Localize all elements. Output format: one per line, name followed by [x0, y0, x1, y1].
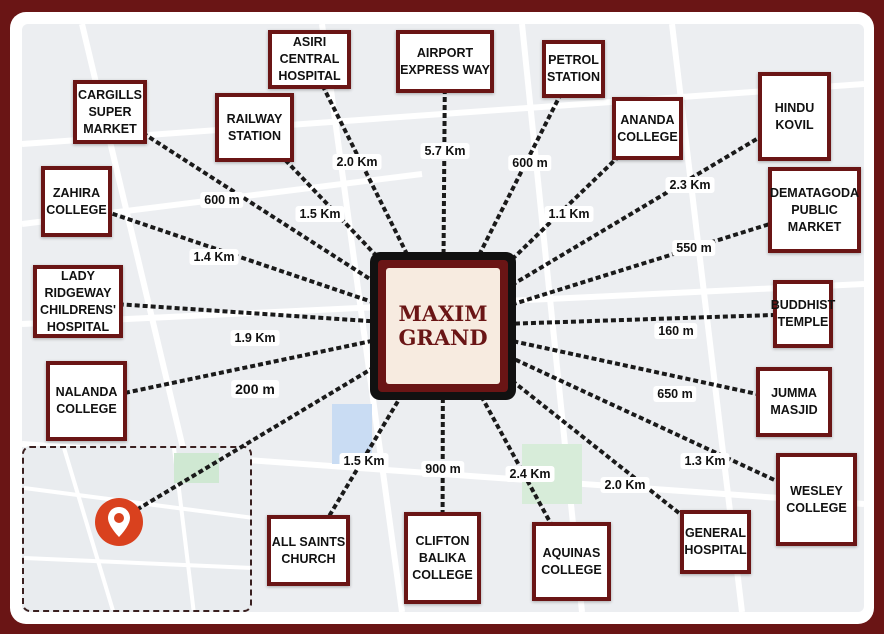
distance-label: 1.5 Km [339, 453, 389, 469]
place-box: AIRPORT EXPRESS WAY [396, 30, 494, 93]
place-box: GENERAL HOSPITAL [680, 510, 751, 574]
place-box: PETROL STATION [542, 40, 605, 98]
distance-label: 1.3 Km [680, 453, 730, 469]
distance-label: 1.1 Km [544, 206, 594, 222]
inset-map-roads [24, 448, 250, 610]
place-box: BUDDHIST TEMPLE [771, 280, 835, 348]
place-box: ALL SAINTS CHURCH [267, 515, 350, 586]
distance-label: 900 m [421, 461, 465, 477]
distance-label: 550 m [672, 240, 716, 256]
place-box: ASIRI CENTRAL HOSPITAL [268, 30, 351, 89]
place-box: CLIFTON BALIKA COLLEGE [404, 512, 481, 604]
maxim-grand-center: MAXIM GRAND [370, 252, 516, 400]
location-pin-icon[interactable] [95, 498, 143, 546]
distance-label: 2.0 Km [332, 154, 382, 170]
place-box: JUMMA MASJID [756, 367, 832, 437]
distance-label: 2.0 Km [600, 477, 650, 493]
distance-label: 600 m [200, 192, 244, 208]
place-box: ZAHIRA COLLEGE [41, 166, 112, 237]
distance-label: 1.5 Km [295, 206, 345, 222]
distance-label: 5.7 Km [420, 143, 470, 159]
distance-label: 2.4 Km [505, 466, 555, 482]
place-box: ANANDA COLLEGE [612, 97, 683, 160]
connector-line-inset-map [116, 324, 445, 523]
place-box: CARGILLS SUPER MARKET [73, 80, 147, 144]
distance-label: 200 m [231, 380, 279, 398]
place-box: AQUINAS COLLEGE [532, 522, 611, 601]
distance-label: 1.4 Km [189, 249, 239, 265]
place-box: DEMATAGODA PUBLIC MARKET [768, 167, 861, 253]
distance-label: 650 m [653, 386, 697, 402]
connector-line [441, 127, 649, 328]
place-box: HINDU KOVIL [758, 72, 831, 161]
distance-label: 2.3 Km [665, 177, 715, 193]
distance-label: 600 m [508, 155, 552, 171]
distance-label: 1.9 Km [230, 330, 280, 346]
place-box: NALANDA COLLEGE [46, 361, 127, 441]
distance-label: 160 m [654, 323, 698, 339]
place-box: WESLEY COLLEGE [776, 453, 857, 546]
place-box: LADY RIDGEWAY CHILDRENS' HOSPITAL [33, 265, 123, 338]
center-title: MAXIM GRAND [398, 301, 488, 350]
place-box: RAILWAY STATION [215, 93, 294, 162]
